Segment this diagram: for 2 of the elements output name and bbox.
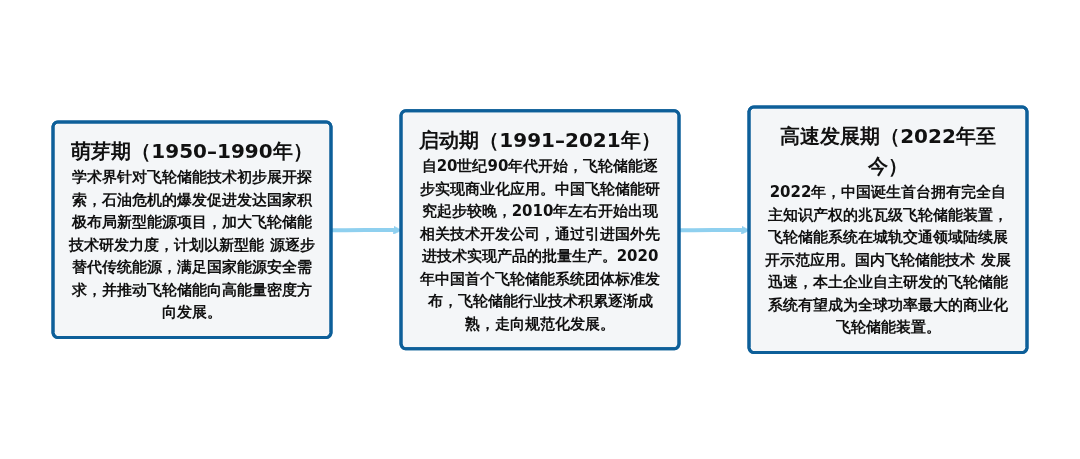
arrow — [679, 225, 750, 235]
arrow — [331, 225, 402, 235]
